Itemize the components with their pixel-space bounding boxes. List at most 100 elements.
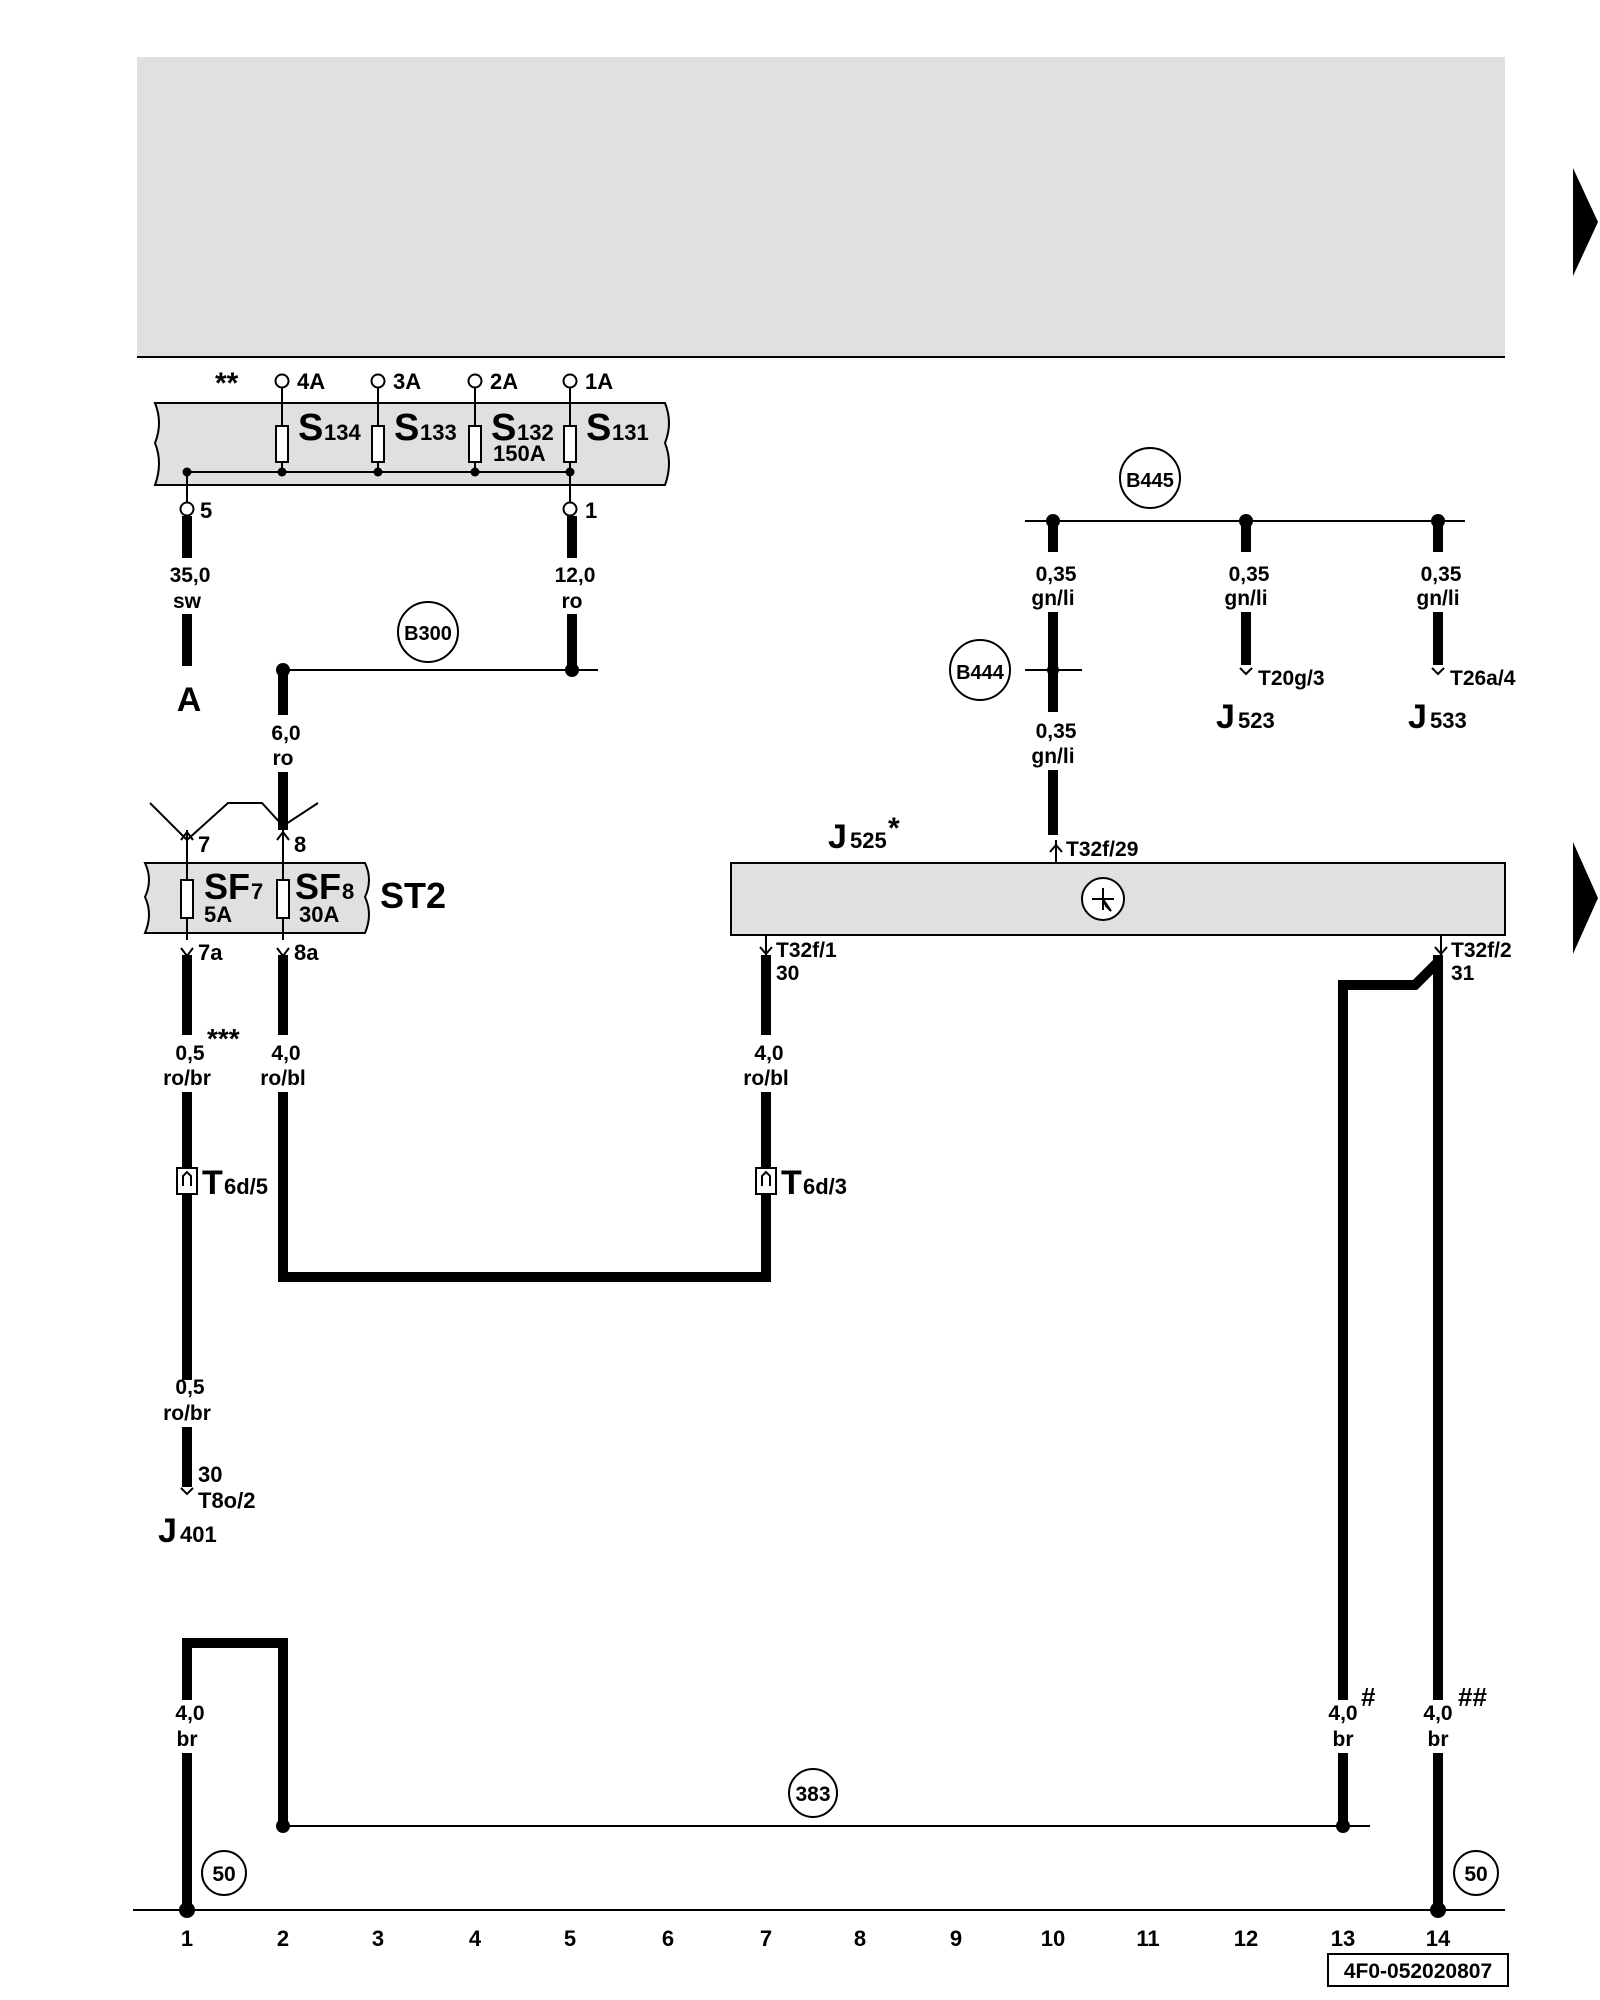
- svg-text:132: 132: [517, 420, 554, 445]
- document-code: 4F0-052020807: [1327, 1953, 1509, 1987]
- connector-t6d3: T 6d/3: [755, 1164, 847, 1202]
- wire-4-robl-left: 4,0 ro/bl: [260, 955, 771, 1282]
- svg-text:T: T: [202, 1164, 223, 1202]
- svg-text:50: 50: [212, 1863, 235, 1886]
- svg-text:0,35: 0,35: [1229, 563, 1270, 586]
- track-number: 6: [662, 1926, 674, 1951]
- svg-text:T26a/4: T26a/4: [1450, 667, 1516, 690]
- svg-text:0,35: 0,35: [1036, 563, 1077, 586]
- svg-text:#: #: [1361, 1682, 1376, 1712]
- svg-text:0,5: 0,5: [175, 1376, 205, 1399]
- wire-05-robr-lower: 0,5 ro/br: [163, 1376, 211, 1487]
- ground-point-50-left: 50: [201, 1850, 247, 1896]
- svg-text:31: 31: [1451, 962, 1475, 985]
- st2-label: ST2: [380, 875, 446, 916]
- fuse-s132: 2A S 132 150A: [467, 369, 554, 472]
- svg-text:sw: sw: [173, 590, 202, 613]
- svg-text:ro/br: ro/br: [163, 1067, 211, 1090]
- svg-text:S: S: [298, 407, 323, 449]
- track-number: 12: [1234, 1926, 1258, 1951]
- svg-text:T32f/2: T32f/2: [1451, 939, 1512, 962]
- svg-text:ro/br: ro/br: [163, 1402, 211, 1425]
- svg-text:B444: B444: [956, 662, 1005, 684]
- wire-05-robr: 0,5 *** ro/br: [163, 955, 240, 1380]
- ground-col1-2: 4,0 br: [175, 1638, 288, 1908]
- wire-035-col12: 0,35 gn/li T20g/3 J 523: [1216, 521, 1325, 736]
- connection-383: 383: [276, 1768, 1370, 1833]
- track-number: 2: [277, 1926, 289, 1951]
- wire-35-sw: 35,0 sw: [170, 516, 210, 666]
- svg-text:br: br: [1333, 1728, 1354, 1751]
- track-number: 7: [760, 1926, 772, 1951]
- svg-text:8: 8: [342, 879, 354, 904]
- st2-pin-8a: 8a: [294, 940, 319, 965]
- component-j401: 30 T8o/2 J 401: [158, 1462, 255, 1550]
- ground-col13-14: 4,0 # br 4,0 ## br: [1328, 955, 1487, 1908]
- svg-text:4,0: 4,0: [1328, 1702, 1357, 1725]
- svg-text:ro/bl: ro/bl: [260, 1067, 306, 1090]
- wire-12-ro: 12,0 ro: [555, 516, 596, 670]
- connection-b300: B300: [276, 601, 598, 677]
- svg-text:7: 7: [251, 879, 263, 904]
- svg-text:S: S: [394, 407, 419, 449]
- svg-text:gn/li: gn/li: [1224, 587, 1267, 610]
- fuse-s134: 4A S 134: [274, 369, 361, 472]
- track-number: 1: [181, 1926, 193, 1951]
- svg-text:J: J: [158, 1512, 177, 1550]
- svg-text:S: S: [491, 407, 516, 449]
- next-page-arrow-icon-2[interactable]: [1573, 842, 1598, 954]
- next-page-arrow-icon[interactable]: [1573, 168, 1598, 276]
- track-number: 13: [1331, 1926, 1355, 1951]
- ground-point-50-right: 50: [1453, 1850, 1499, 1896]
- svg-text:533: 533: [1430, 708, 1467, 733]
- track-number: 14: [1426, 1926, 1451, 1951]
- track-number: 5: [564, 1926, 576, 1951]
- svg-text:30: 30: [198, 1462, 222, 1487]
- svg-text:4,0: 4,0: [1423, 1702, 1452, 1725]
- svg-text:30: 30: [776, 962, 799, 985]
- svg-text:B300: B300: [404, 623, 452, 645]
- track-number: 4: [469, 1926, 482, 1951]
- fuse-s133: 3A S 133: [370, 369, 457, 472]
- svg-text:50: 50: [1464, 1863, 1487, 1886]
- pin-1: 1: [585, 498, 597, 523]
- svg-text:T32f/1: T32f/1: [776, 939, 837, 962]
- svg-text:150A: 150A: [493, 441, 546, 466]
- svg-text:131: 131: [612, 420, 649, 445]
- fuse-sf8-label: SF: [295, 866, 341, 907]
- svg-text:383: 383: [795, 1783, 830, 1806]
- svg-text:0,35: 0,35: [1421, 563, 1462, 586]
- svg-text:4,0: 4,0: [175, 1702, 204, 1725]
- svg-text:401: 401: [180, 1522, 217, 1547]
- svg-text:4F0-052020807: 4F0-052020807: [1344, 1960, 1492, 1983]
- svg-text:br: br: [1428, 1728, 1449, 1751]
- fuse-holder-top: ** 4A S 134 3A S 133 2A: [153, 367, 670, 523]
- st2-pin-7a: 7a: [198, 940, 223, 965]
- svg-text:J: J: [828, 818, 847, 856]
- svg-text:4,0: 4,0: [271, 1042, 300, 1065]
- svg-text:1A: 1A: [585, 369, 613, 394]
- svg-text:6,0: 6,0: [271, 722, 300, 745]
- svg-text:6d/5: 6d/5: [224, 1174, 268, 1199]
- svg-text:134: 134: [324, 420, 361, 445]
- svg-text:T: T: [781, 1164, 802, 1202]
- st2-bridge: [149, 802, 319, 842]
- track-number: 8: [854, 1926, 866, 1951]
- fuse-s131: 1A S 131: [562, 369, 649, 472]
- reference-a: A: [177, 681, 202, 719]
- amplifier-icon: [1081, 877, 1125, 921]
- connection-b444: B444: [949, 639, 1082, 701]
- svg-text:4A: 4A: [297, 369, 325, 394]
- svg-text:5A: 5A: [204, 902, 232, 927]
- fuse-holder-note: **: [215, 367, 239, 400]
- fuse-sf7-label: SF: [204, 866, 250, 907]
- svg-text:2A: 2A: [490, 369, 518, 394]
- svg-text:12,0: 12,0: [555, 564, 596, 587]
- svg-text:***: ***: [207, 1023, 240, 1054]
- st2-pin-7: 7: [198, 832, 210, 857]
- svg-text:gn/li: gn/li: [1031, 745, 1074, 768]
- svg-text:gn/li: gn/li: [1416, 587, 1459, 610]
- track-number: 11: [1136, 1926, 1159, 1951]
- svg-text:ro/bl: ro/bl: [743, 1067, 789, 1090]
- wire-035-col10: 0,35 gn/li 0,35 gn/li: [1031, 521, 1077, 835]
